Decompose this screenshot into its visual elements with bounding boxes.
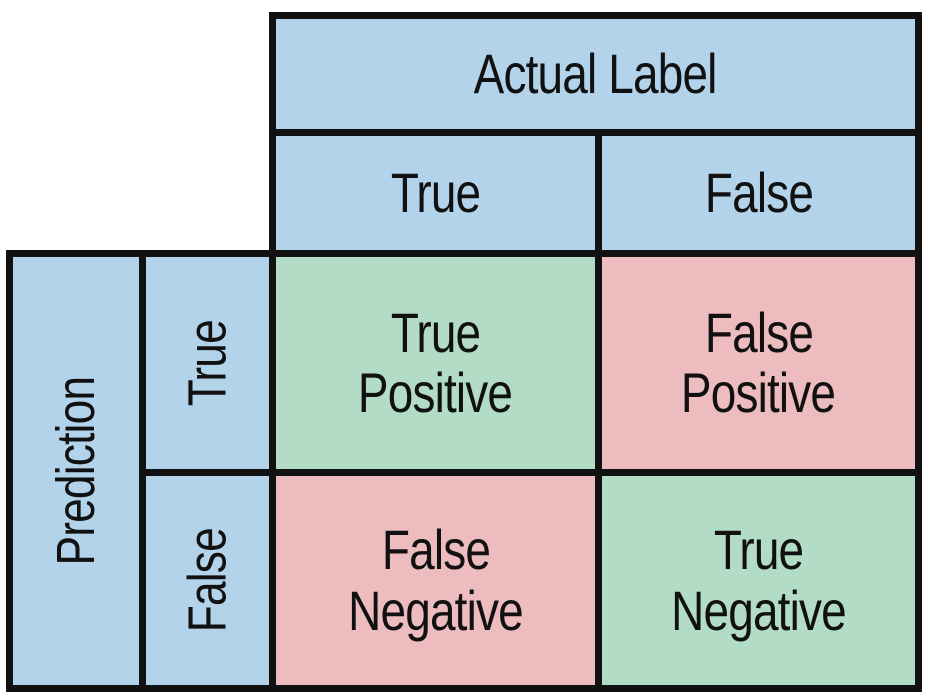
prediction-header: Prediction [6,250,146,692]
true-negative-cell: True Negative [595,469,922,692]
true-positive-text-group: True Positive [341,300,529,424]
actual-false-header: False [595,129,922,257]
false-negative-line-2: Negative [348,578,524,642]
true-negative-line-2: Negative [671,578,847,642]
false-negative-text-group: False Negative [329,518,542,642]
actual-false-text: False [704,160,813,224]
false-negative-line-1: False [381,518,490,582]
prediction-true-vertical-wrapper: True [177,310,238,415]
true-positive-line-1: True [390,300,481,364]
actual-label-header: Actual Label [269,12,922,136]
prediction-true-text: True [177,319,238,407]
true-negative-line-1: True [713,518,804,582]
false-positive-cell: False Positive [595,250,922,476]
true-positive-cell: True Positive [269,250,602,476]
prediction-false-text: False [177,528,238,633]
prediction-false-vertical-wrapper: False [177,517,238,644]
actual-label-text: Actual Label [474,41,718,105]
false-positive-line-2: Positive [681,361,836,424]
true-negative-text-group: True Negative [652,518,865,642]
false-positive-text-group: False Positive [664,300,852,424]
false-negative-cell: False Negative [269,469,602,692]
prediction-true-header: True [139,250,276,476]
actual-true-header: True [269,129,602,257]
prediction-label-text: Prediction [45,376,106,566]
prediction-vertical-wrapper: Prediction [45,356,106,586]
prediction-false-header: False [139,469,276,692]
true-positive-line-2: Positive [358,361,513,424]
false-positive-line-1: False [704,300,813,364]
actual-true-text: True [390,160,481,224]
